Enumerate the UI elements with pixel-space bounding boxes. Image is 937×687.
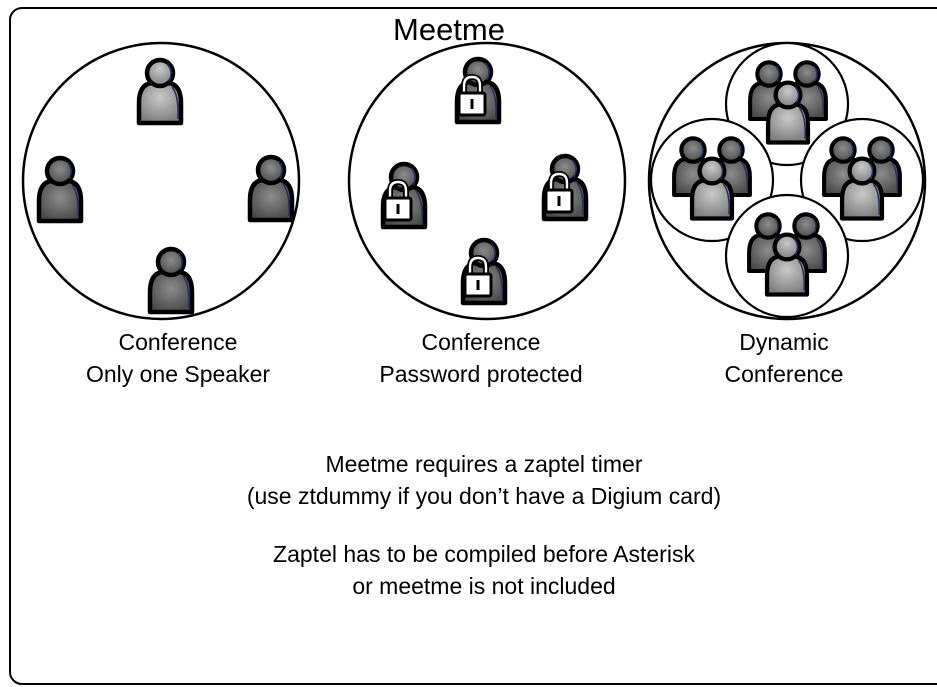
caption-conference-3-line2: Conference [725, 361, 844, 387]
locked-person-icon [457, 59, 499, 122]
conference-circle [347, 41, 627, 321]
person-icon [150, 249, 192, 312]
conference-single-speaker [21, 41, 301, 321]
diagram-title: Meetme [393, 12, 505, 47]
note-line-4: or meetme is not included [352, 573, 615, 599]
conference-circle [21, 41, 301, 321]
caption-conference-2-line1: Conference [422, 329, 541, 355]
caption-conference-1-line2: Only one Speaker [86, 361, 270, 387]
note-line-2: (use ztdummy if you don’t have a Digium … [247, 483, 721, 509]
person-icon [139, 60, 181, 123]
person-icon [39, 158, 81, 221]
note-line-1: Meetme requires a zaptel timer [325, 451, 642, 477]
caption-conference-2-line2: Password protected [379, 361, 582, 387]
caption-conference-3-line1: Dynamic [739, 329, 828, 355]
locked-person-icon [463, 240, 505, 303]
conference-password-protected [347, 41, 627, 321]
caption-conference-1-line1: Conference [119, 329, 238, 355]
note-line-3: Zaptel has to be compiled before Asteris… [273, 541, 695, 567]
locked-person-icon [544, 156, 586, 219]
person-icon [250, 157, 292, 220]
frame-border [9, 7, 937, 685]
locked-person-icon [383, 164, 425, 227]
conference-dynamic [647, 41, 927, 321]
